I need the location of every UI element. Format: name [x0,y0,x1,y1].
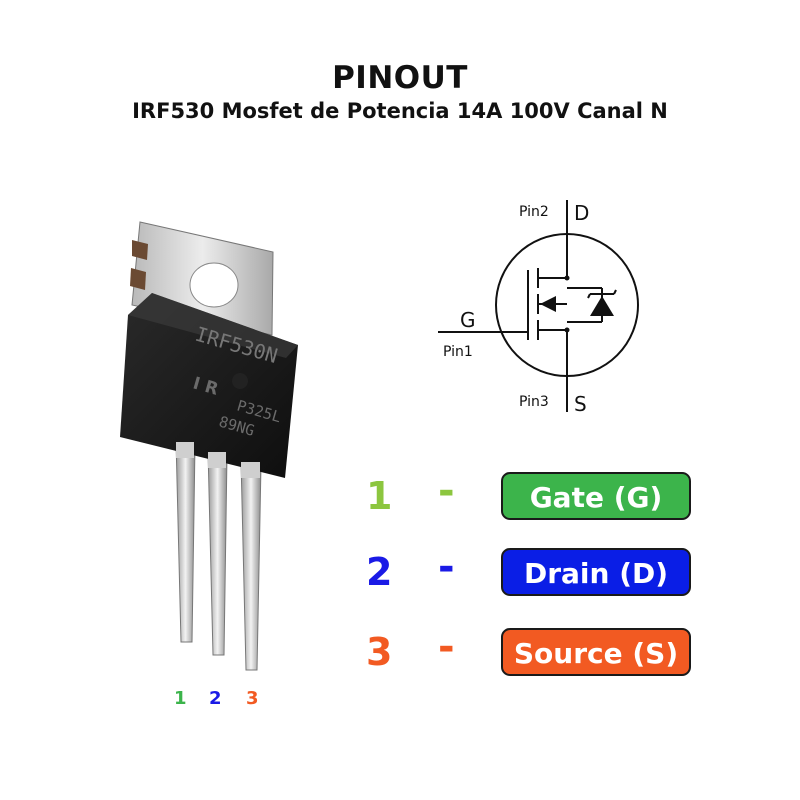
body-diode [590,296,614,316]
gate-badge: Gate (G) [501,472,691,520]
pin-dash: - [438,544,455,590]
junction-dot [564,327,570,333]
gate-pin-label: Pin1 [443,344,473,360]
leg-3 [240,459,262,671]
mounting-hole [189,262,239,308]
junction-dot [564,275,570,281]
drain-pin-label: Pin2 [519,204,549,220]
page-subtitle: IRF530 Mosfet de Potencia 14A 100V Canal… [132,99,668,123]
leg-1 [175,439,196,643]
source-pin-label: Pin3 [519,394,549,410]
page-title: PINOUT [332,60,468,96]
drain-letter: D [574,201,589,225]
body-dimple [232,373,248,389]
pin-row-drain: 2 - Drain (D) [360,544,700,602]
pin-row-gate: 1 - Gate (G) [360,468,700,526]
pin-number: 2 [366,550,393,594]
source-badge: Source (S) [501,628,691,676]
pin-dash: - [438,468,455,514]
leg-number-2: 2 [209,688,222,709]
gate-letter: G [460,308,476,332]
pin-number: 3 [366,630,393,674]
source-letter: S [574,392,587,416]
pin-dash: - [438,624,455,670]
pin-row-source: 3 - Source (S) [360,624,700,682]
channel-arrow [540,296,556,312]
leg-number-3: 3 [246,688,259,709]
pin-number: 1 [366,474,393,518]
leg-number-1: 1 [174,688,187,709]
drain-badge: Drain (D) [501,548,691,596]
leg-2 [207,449,228,656]
